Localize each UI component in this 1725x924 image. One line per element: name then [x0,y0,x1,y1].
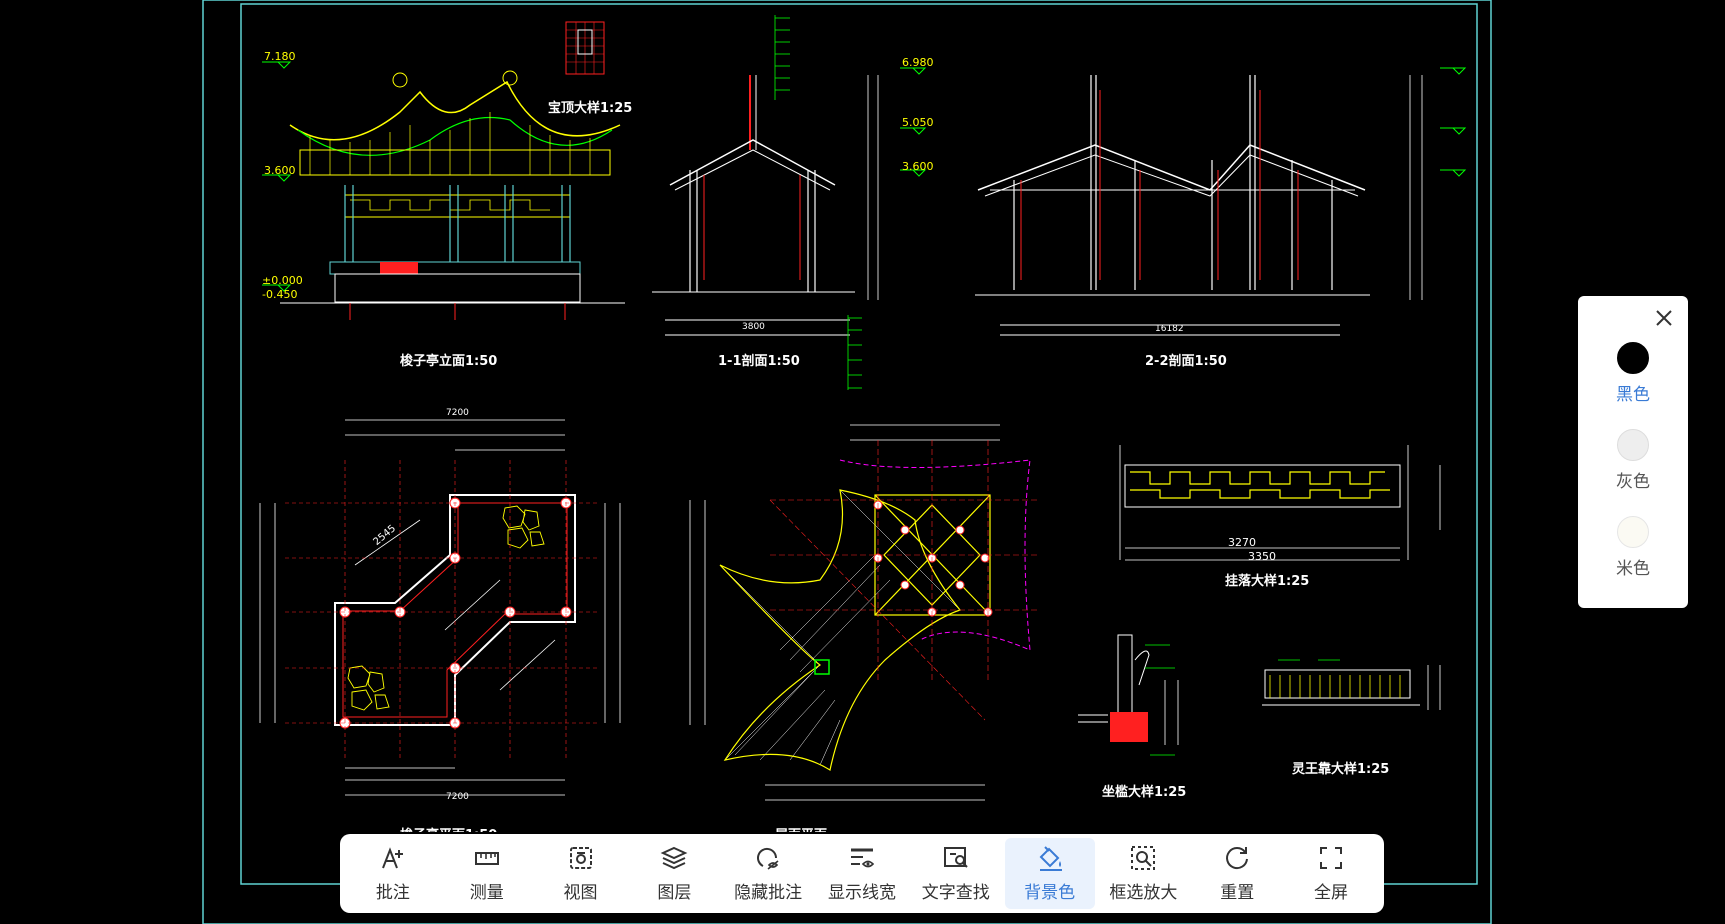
background-color-button[interactable]: 背景色 [1004,838,1095,909]
tool-label: 测量 [469,883,504,903]
sec-mid2-label: 3.600 [902,160,934,173]
swatch-black [1617,342,1649,374]
fullscreen-button[interactable]: 全屏 [1286,838,1376,909]
zoom-box-icon [1131,846,1156,870]
bottom-toolbar: 批注 测量 视图 图层 隐藏批注 显示线宽 文字查找 背景色 框选放大 重置 全… [340,834,1384,913]
title-seat-rail: 坐槛大样1:25 [1102,785,1187,800]
roof-plan-drawing [689,424,1040,801]
bg-option-gray[interactable]: 灰色 [1578,429,1688,492]
bg-option-beige[interactable]: 米色 [1578,516,1688,579]
title-lingwang: 灵王靠大样1:25 [1292,762,1390,777]
title-elevation: 梭子亭立面1:50 [400,354,498,369]
title-hanging-fascia: 挂落大样1:25 [1225,574,1310,589]
background-color-panel: 黑色 灰色 米色 [1578,296,1688,608]
tool-label: 视图 [563,883,598,903]
measure-button[interactable]: 测量 [442,838,532,909]
elevation-drawing [262,61,625,320]
hide-annotation-button[interactable]: 隐藏批注 [723,838,813,909]
paint-bucket-icon [1039,846,1062,871]
view-icon [569,847,592,869]
sec-span-label: 3800 [742,322,765,332]
section-1-drawing [652,15,927,390]
zoom-box-button[interactable]: 框选放大 [1099,838,1189,909]
lingwang-detail [1262,659,1441,710]
title-roof-top: 宝顶大样1:25 [548,101,633,116]
swatch-gray [1617,429,1649,461]
tool-label: 重置 [1220,883,1255,903]
swatch-label: 米色 [1616,559,1650,579]
ruler-icon [474,852,499,865]
title-plan: 梭子亭平面1:50 [400,824,497,832]
outer-frame [202,0,1492,924]
tool-label: 文字查找 [921,883,990,903]
reset-icon [1226,847,1249,870]
close-icon[interactable] [1652,306,1676,330]
annotate-button[interactable]: 批注 [348,838,438,909]
view-button[interactable]: 视图 [536,838,626,909]
swatch-label: 黑色 [1616,385,1650,405]
line-width-button[interactable]: 显示线宽 [817,838,907,909]
elev-mid-label: 3.600 [264,164,296,177]
reset-button[interactable]: 重置 [1192,838,1282,909]
seat-rail-detail [1078,634,1179,756]
elev-zero-label: ±0.000 [262,274,303,287]
sec2-span-label: 16182 [1155,324,1184,334]
tool-label: 图层 [657,883,692,903]
layers-button[interactable]: 图层 [629,838,719,909]
title-section-2: 2-2剖面1:50 [1145,354,1227,369]
plan-drawing [259,419,621,796]
fullscreen-icon [1320,847,1343,869]
title-section-1: 1-1剖面1:50 [718,354,800,369]
fascia-width-label: 3350 [1248,550,1276,563]
swatch-label: 灰色 [1616,472,1650,492]
swatch-beige [1617,516,1649,548]
tool-label: 框选放大 [1109,883,1178,903]
title-roof-plan: 屋面平面 [775,824,827,832]
plan-top-label: 7200 [446,408,469,418]
hanging-fascia-detail [1119,445,1441,561]
sec-top-label: 6.980 [902,56,934,69]
elev-top-label: 7.180 [264,50,296,63]
fascia-inner-label: 3270 [1228,536,1256,549]
tool-label: 显示线宽 [827,883,896,903]
section-2-drawing [975,67,1467,336]
plan-bottom-label: 7200 [446,792,469,802]
annotate-icon [381,847,403,869]
hide-annotation-icon [757,847,779,870]
tool-label: 全屏 [1314,883,1349,903]
sec-mid1-label: 5.050 [902,116,934,129]
text-search-icon [943,847,968,868]
line-width-icon [850,848,875,868]
bg-option-black[interactable]: 黑色 [1578,342,1688,405]
inner-frame [240,3,1478,885]
roof-top-detail [565,21,605,75]
tool-label: 批注 [375,883,410,903]
tool-label: 隐藏批注 [734,883,803,903]
tool-label: 背景色 [1024,883,1076,903]
elev-neg-label: -0.450 [262,288,298,301]
text-search-button[interactable]: 文字查找 [911,838,1001,909]
layers-icon [660,846,688,870]
